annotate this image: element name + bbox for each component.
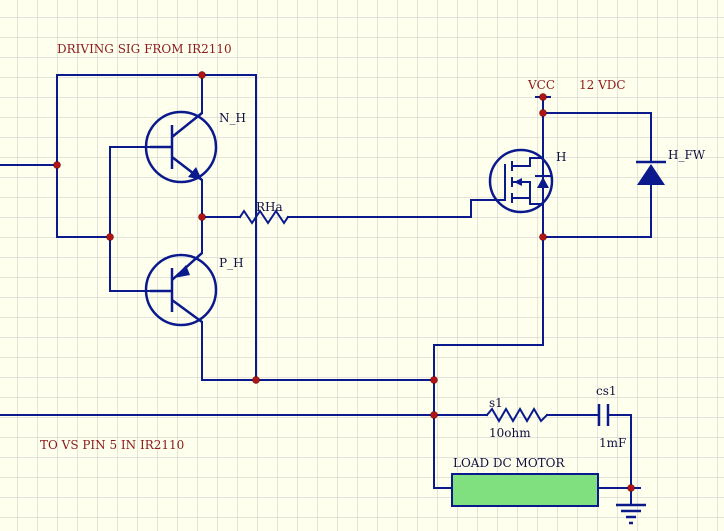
n-h-label: N_H (219, 111, 246, 125)
diode-label: H_FW (668, 148, 706, 162)
capacitor-icon[interactable] (597, 404, 610, 426)
n-channel-mosfet-icon[interactable] (488, 148, 554, 214)
cs1-value-label: 1mF (599, 436, 626, 450)
pnp-transistor-icon[interactable] (144, 252, 218, 327)
junctions (53, 71, 635, 492)
driving-sig-label: DRIVING SIG FROM IR2110 (57, 42, 232, 56)
npn-transistor-icon[interactable] (144, 110, 218, 184)
vcc-label: VCC (527, 78, 555, 92)
to-vs-pin-label: TO VS PIN 5 IN IR2110 (40, 438, 184, 452)
cs1-label: cs1 (596, 384, 617, 398)
resistor-s1-icon[interactable] (485, 407, 549, 423)
load-label: LOAD DC MOTOR (453, 456, 565, 470)
p-h-label: P_H (219, 256, 244, 270)
resistor-icon[interactable] (238, 209, 290, 225)
ground-icon (616, 503, 646, 525)
vdc-label: 12 VDC (579, 78, 626, 92)
rha-label: RHa (256, 200, 283, 214)
s1-value-label: 10ohm (489, 426, 531, 440)
dc-motor-load-icon[interactable] (451, 473, 599, 507)
diode-icon[interactable] (636, 160, 666, 185)
mosfet-label: H (556, 150, 566, 164)
s1-label: s1 (489, 396, 503, 410)
